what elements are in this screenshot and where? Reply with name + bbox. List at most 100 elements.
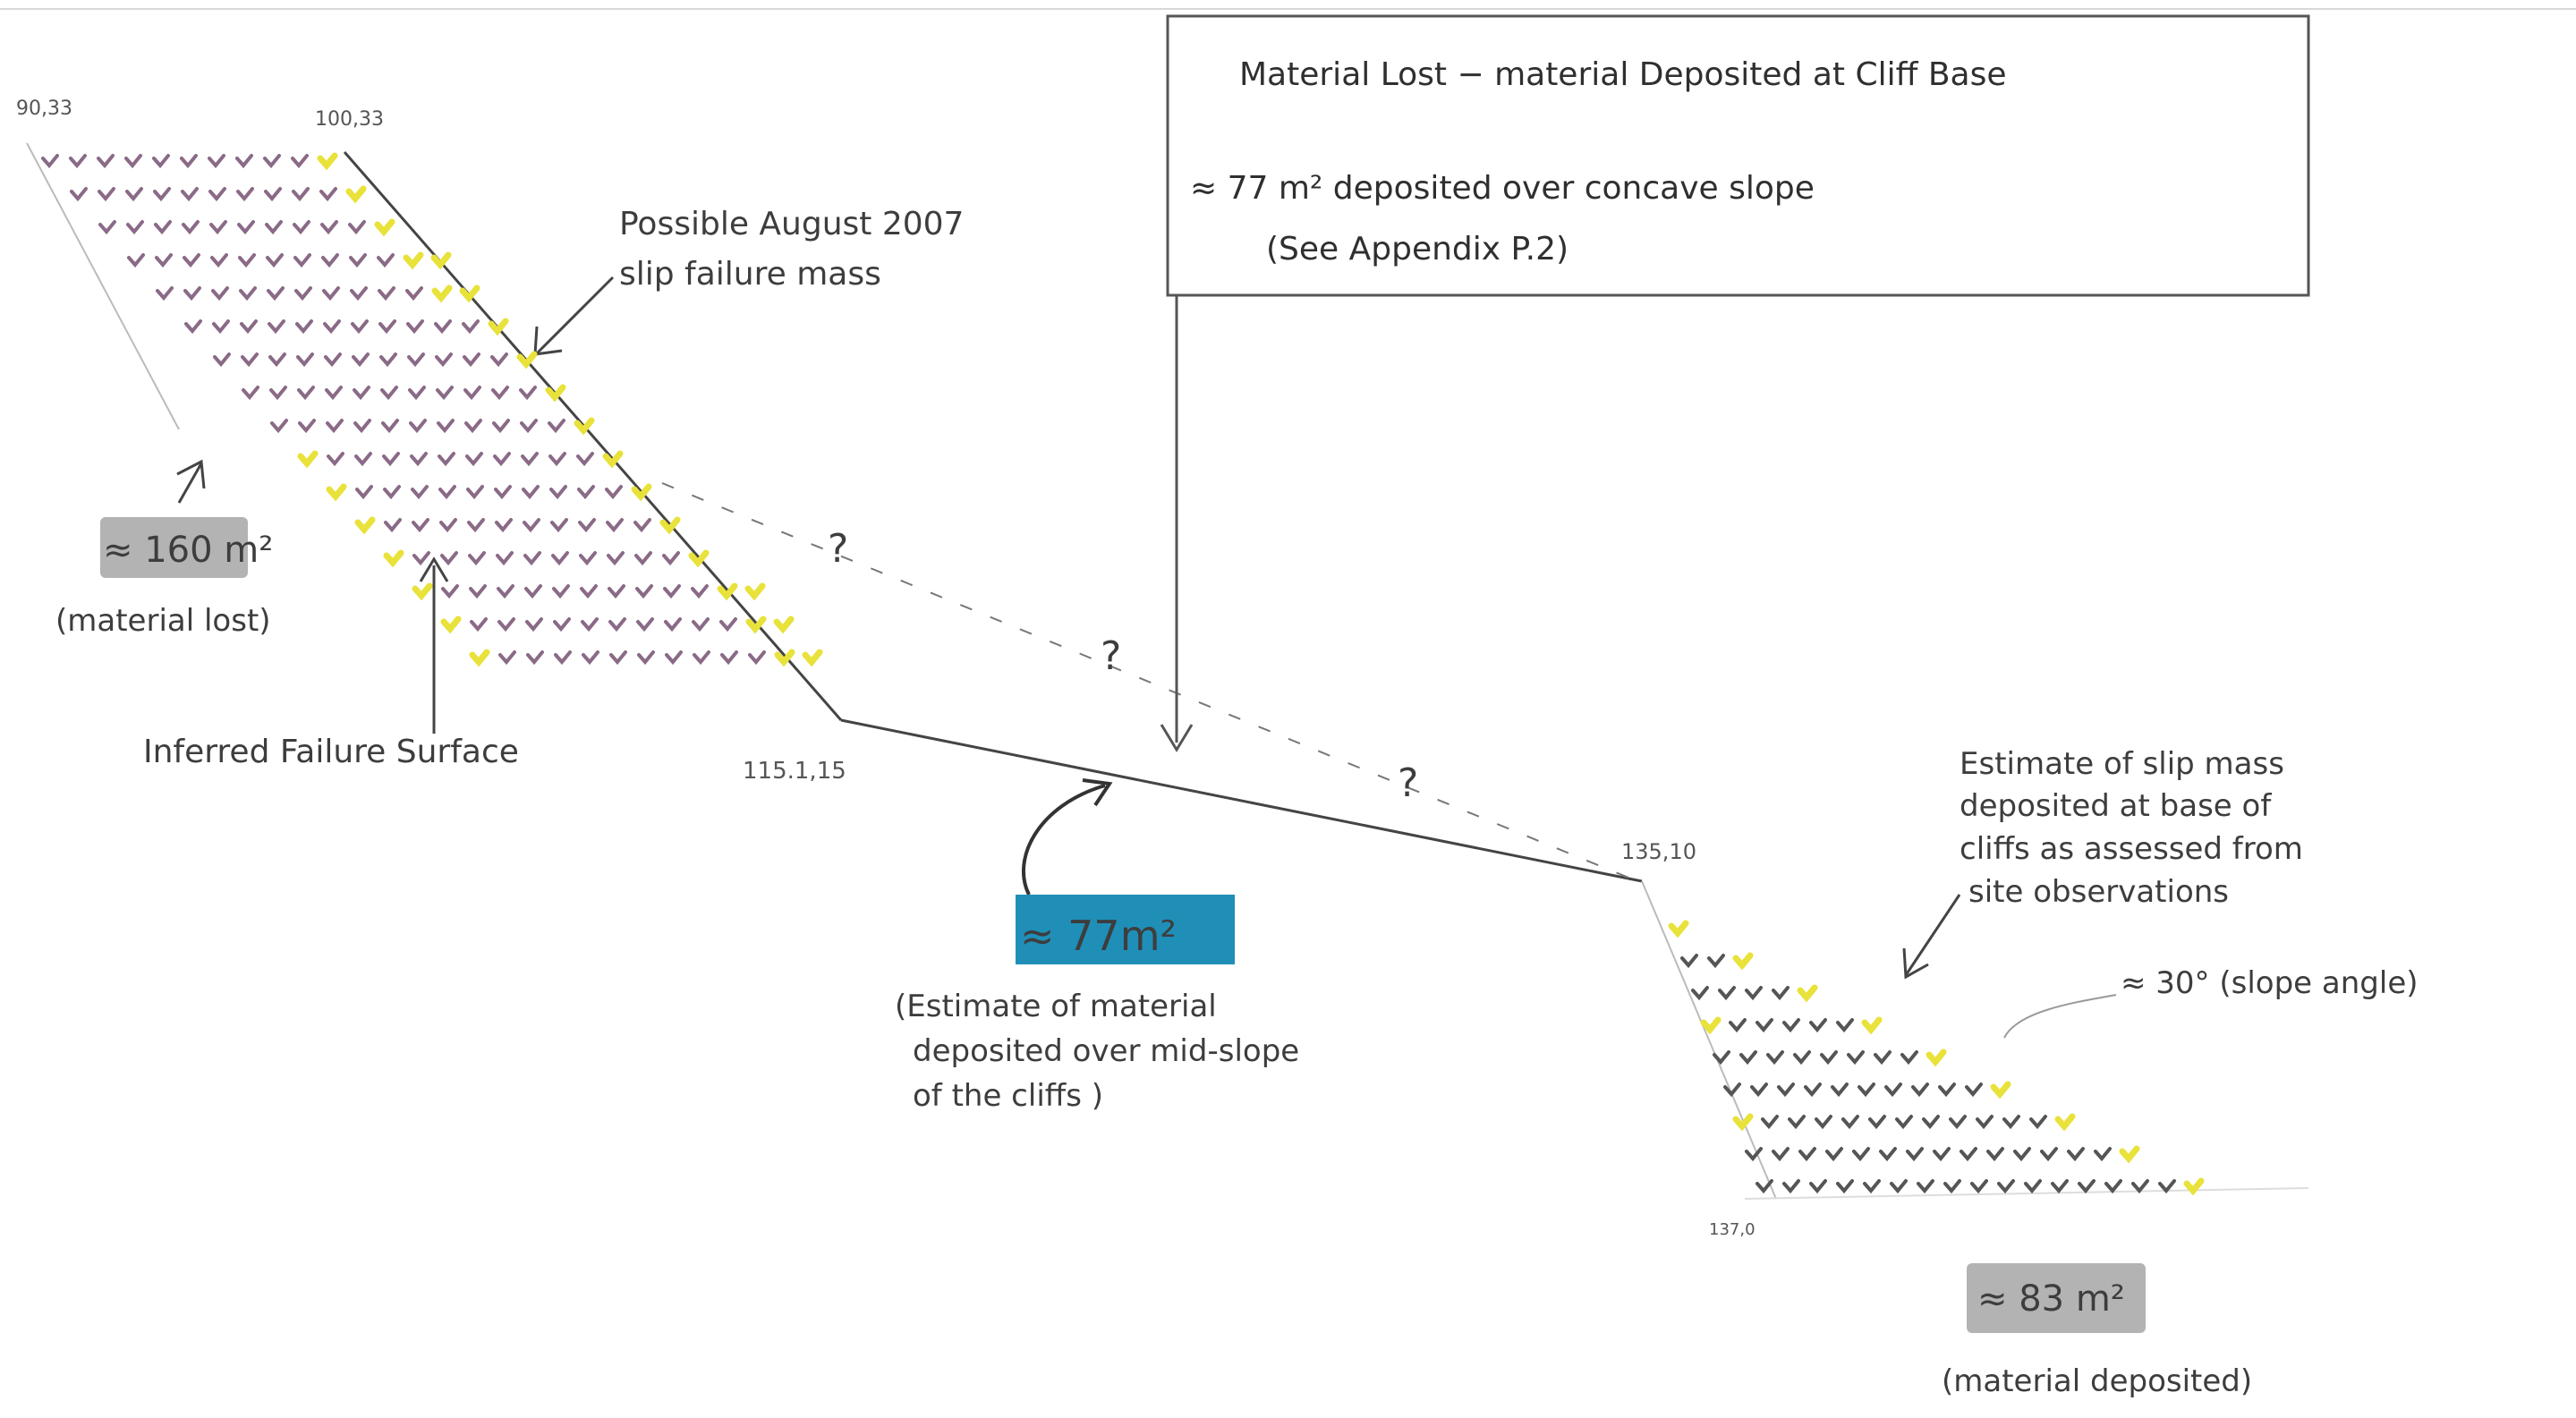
hatch-mark xyxy=(496,551,514,566)
hatch-mark xyxy=(181,187,199,202)
hatch-mark xyxy=(1917,1179,1934,1194)
hatch-mark xyxy=(1798,1147,1816,1162)
hatch-mark xyxy=(210,253,228,268)
hatch-mark xyxy=(634,551,652,566)
hatch-mark xyxy=(719,617,737,633)
hatch-mark xyxy=(1841,1115,1859,1130)
hatch-mark xyxy=(659,516,681,535)
hatch-mark xyxy=(497,584,514,599)
hatch-mark xyxy=(526,650,544,666)
hatch-mark xyxy=(293,253,311,268)
hatch-mark xyxy=(1745,1147,1763,1162)
hatch-mark xyxy=(378,319,396,335)
hatch-mark xyxy=(326,483,347,502)
hatch-mark xyxy=(490,352,508,368)
hatch-mark xyxy=(323,319,341,335)
coord-base-bottom: 137,0 xyxy=(1709,1220,1756,1239)
hatch-mark xyxy=(774,649,795,667)
hatch-mark xyxy=(326,419,344,434)
hatch-mark xyxy=(430,251,452,270)
slip-mass-arrow xyxy=(535,276,615,355)
hatch-mark xyxy=(463,352,480,368)
hatch-mark xyxy=(1858,1083,1875,1098)
hatch-mark xyxy=(69,154,87,169)
hatch-mark xyxy=(1691,986,1709,1001)
hatch-mark xyxy=(297,386,315,401)
hatch-mark xyxy=(1831,1083,1849,1098)
predicted-runout-line xyxy=(661,482,1638,882)
mid-slope-arrow-head xyxy=(1082,778,1113,807)
hatch-mark xyxy=(152,154,170,169)
hatch-mark xyxy=(1756,1179,1773,1194)
hatch-mark xyxy=(516,351,538,369)
base-estimate-line-4: site observations xyxy=(1968,874,2229,910)
hatch-mark xyxy=(381,419,399,434)
hatch-mark xyxy=(1756,1018,1773,1033)
hatch-mark xyxy=(292,187,310,202)
hatch-mark xyxy=(436,386,454,401)
hatch-mark xyxy=(469,649,490,667)
hatch-mark xyxy=(2158,1179,2176,1194)
hatch-mark xyxy=(237,220,255,235)
hatch-mark xyxy=(408,386,426,401)
failure-surface-arrow-head xyxy=(419,556,449,582)
failure-surface-label: Inferred Failure Surface xyxy=(143,734,519,770)
hatch-mark xyxy=(325,386,343,401)
hatch-mark xyxy=(497,617,515,633)
coord-base-top: 135,10 xyxy=(1621,839,1696,864)
hatch-mark xyxy=(1847,1050,1865,1066)
hatch-mark xyxy=(459,284,480,303)
base-value-highlight xyxy=(1967,1263,2146,1333)
hatch-mark xyxy=(324,352,342,368)
hatch-mark xyxy=(608,617,626,633)
hatch-mark xyxy=(2119,1145,2140,1164)
hatch-mark xyxy=(441,584,459,599)
hatch-mark xyxy=(208,187,226,202)
hatch-mark xyxy=(523,518,540,533)
hatch-mark xyxy=(296,352,314,368)
hatch-mark xyxy=(494,485,512,500)
hatch-mark xyxy=(2002,1115,2020,1130)
hatch-mark xyxy=(355,485,373,500)
hatch-mark xyxy=(412,551,430,566)
hatch-mark xyxy=(1772,1147,1790,1162)
hatch-mark xyxy=(1772,986,1790,1001)
mid-slope-caption-2: deposited over mid-slope xyxy=(913,1033,1299,1069)
hatch-mark xyxy=(406,319,424,335)
hatch-mark xyxy=(41,154,59,169)
hatch-mark xyxy=(124,154,142,169)
hatch-mark xyxy=(665,650,683,666)
hatch-mark xyxy=(267,286,285,301)
base-estimate-arrow-head xyxy=(1902,947,1929,980)
summary-box: Material Lost − material Deposited at Cl… xyxy=(1166,14,2310,297)
hatch-mark xyxy=(468,551,486,566)
hatch-mark xyxy=(581,617,599,633)
base-estimate-line-3: cliffs as assessed from xyxy=(1960,831,2303,867)
hatch-mark xyxy=(295,319,313,335)
hatch-mark xyxy=(491,386,509,401)
hatch-mark xyxy=(349,253,367,268)
hatch-mark xyxy=(1926,1049,1947,1067)
hatch-mark xyxy=(663,584,681,599)
hatch-mark xyxy=(1976,1115,1994,1130)
hatch-mark xyxy=(1965,1083,1983,1098)
hatch-mark xyxy=(125,187,143,202)
hatch-mark xyxy=(1718,986,1736,1001)
hatch-mark xyxy=(1933,1147,1951,1162)
hatch-mark xyxy=(662,551,680,566)
hatch-mark xyxy=(298,419,316,434)
hatch-mark xyxy=(553,617,571,633)
hatch-mark xyxy=(582,650,599,666)
mid-slope-caption-3: of the cliffs ) xyxy=(913,1078,1103,1114)
hatch-mark xyxy=(1793,1050,1811,1066)
hatch-mark xyxy=(523,551,541,566)
hatch-mark xyxy=(664,617,682,633)
base-value: ≈ 83 m² xyxy=(1977,1278,2125,1320)
hatch-mark xyxy=(320,220,338,235)
hatch-mark xyxy=(1788,1115,1806,1130)
hatch-mark xyxy=(410,452,428,467)
hatch-mark xyxy=(317,152,338,171)
hatch-mark xyxy=(1707,954,1725,969)
hatch-mark xyxy=(1732,952,1754,971)
